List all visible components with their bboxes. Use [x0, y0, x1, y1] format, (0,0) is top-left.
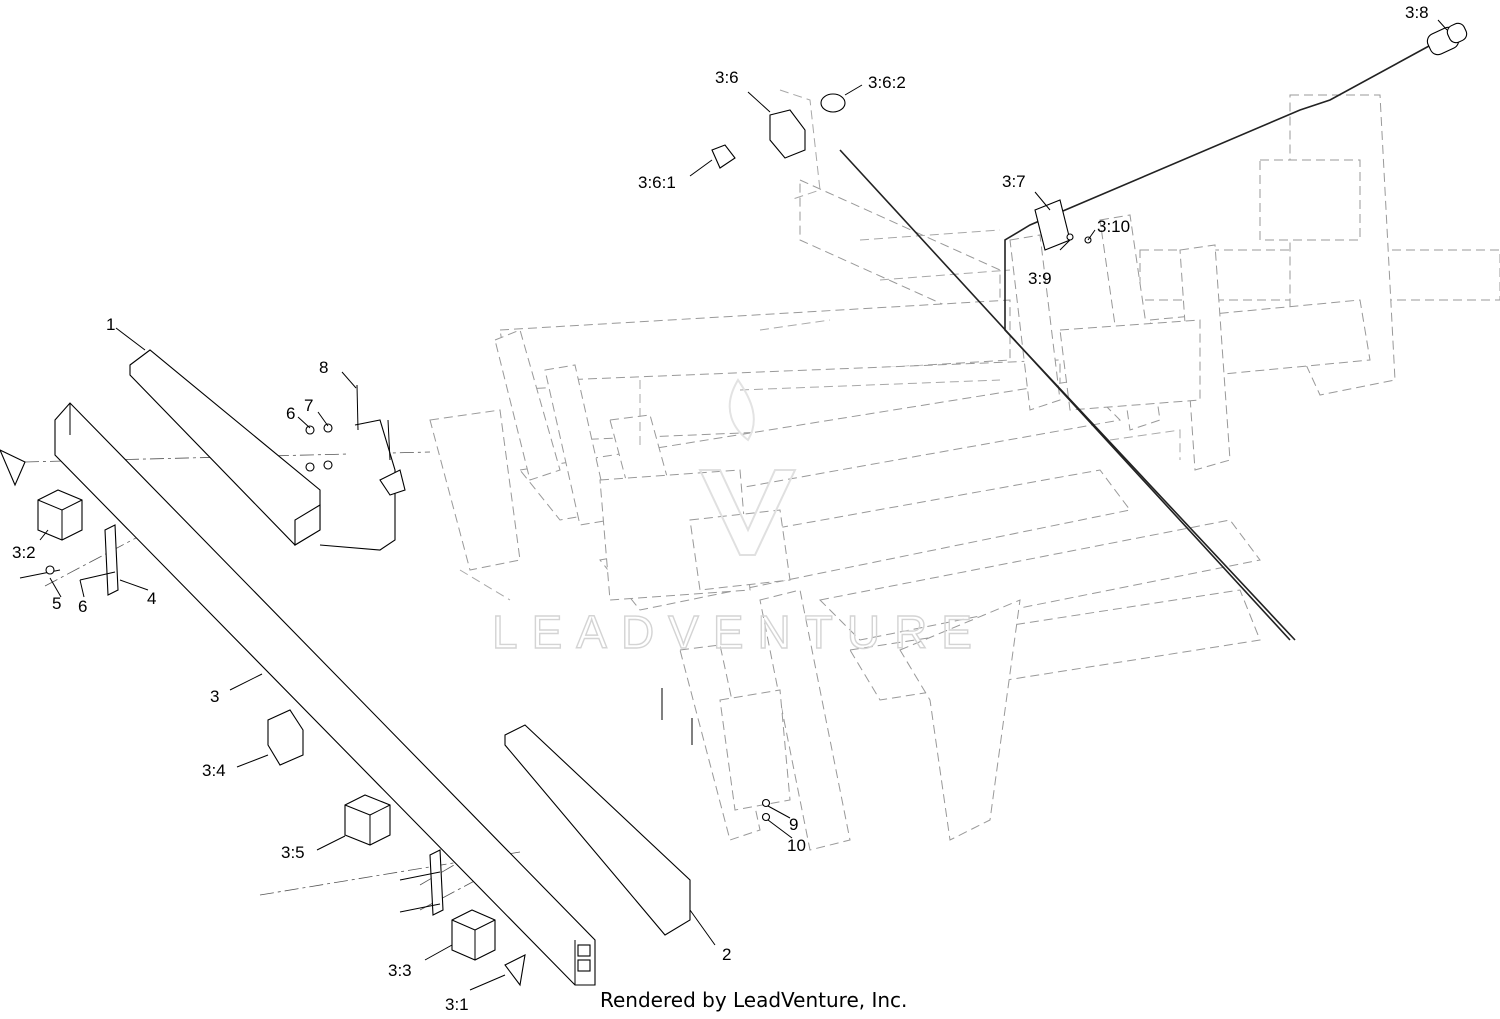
callout-7[interactable]: 7 [304, 396, 313, 415]
callout-3-8[interactable]: 3:8 [1405, 3, 1429, 22]
part-1-upper-shield[interactable] [129, 349, 321, 546]
hardware-7-8 [305, 384, 391, 472]
callout-3-6-2[interactable]: 3:6:2 [868, 73, 906, 92]
footer-credit: Rendered by LeadVenture, Inc. [600, 988, 907, 1012]
callout-4[interactable]: 4 [147, 589, 156, 608]
lamp-3-5 [344, 794, 391, 846]
callout-3-1[interactable]: 3:1 [445, 995, 469, 1014]
callout-9[interactable]: 9 [789, 815, 798, 834]
callout-1[interactable]: 1 [106, 315, 115, 334]
callout-3-2[interactable]: 3:2 [12, 543, 36, 562]
callout-8[interactable]: 8 [319, 358, 328, 377]
reflector-3-1 [0, 449, 526, 987]
callout-6b[interactable]: 6 [286, 404, 295, 423]
switch-3-6 [711, 93, 846, 169]
watermark-text: LEADVENTURE [492, 606, 986, 658]
callout-3-5[interactable]: 3:5 [281, 843, 305, 862]
left-mount-plate [319, 419, 406, 551]
callout-3-9[interactable]: 3:9 [1028, 269, 1052, 288]
callout-10[interactable]: 10 [787, 836, 806, 855]
callout-3-10[interactable]: 3:10 [1097, 217, 1130, 236]
frame-assembly [429, 89, 1500, 851]
part-2-lower-shield[interactable] [504, 724, 691, 936]
hardware-9-10 [661, 688, 771, 822]
watermark: LEADVENTURE [491, 378, 986, 659]
leader-lines [39, 19, 1448, 991]
callout-6a[interactable]: 6 [78, 597, 87, 616]
callout-3-3[interactable]: 3:3 [388, 961, 412, 980]
callout-2[interactable]: 2 [722, 945, 731, 964]
callout-3-4[interactable]: 3:4 [202, 761, 226, 780]
lamp-3-3 [451, 909, 496, 961]
callout-3-7[interactable]: 3:7 [1002, 172, 1026, 191]
callout-labels: 1 2 3 3:1 3:2 3:3 3:4 3:5 3:6 3:6:1 3:6:… [12, 3, 1429, 1014]
callout-3-6-1[interactable]: 3:6:1 [638, 173, 676, 192]
callout-3-6[interactable]: 3:6 [715, 68, 739, 87]
hardware-4-5-6 [19, 524, 444, 916]
callout-3[interactable]: 3 [210, 687, 219, 706]
callout-5[interactable]: 5 [52, 594, 61, 613]
lamp-3-2 [37, 489, 83, 541]
bracket-3-7 [1034, 199, 1092, 251]
part-3-bumper-bar[interactable] [54, 402, 596, 986]
cable-3-8 [839, 22, 1468, 641]
light-3-4 [267, 709, 304, 766]
